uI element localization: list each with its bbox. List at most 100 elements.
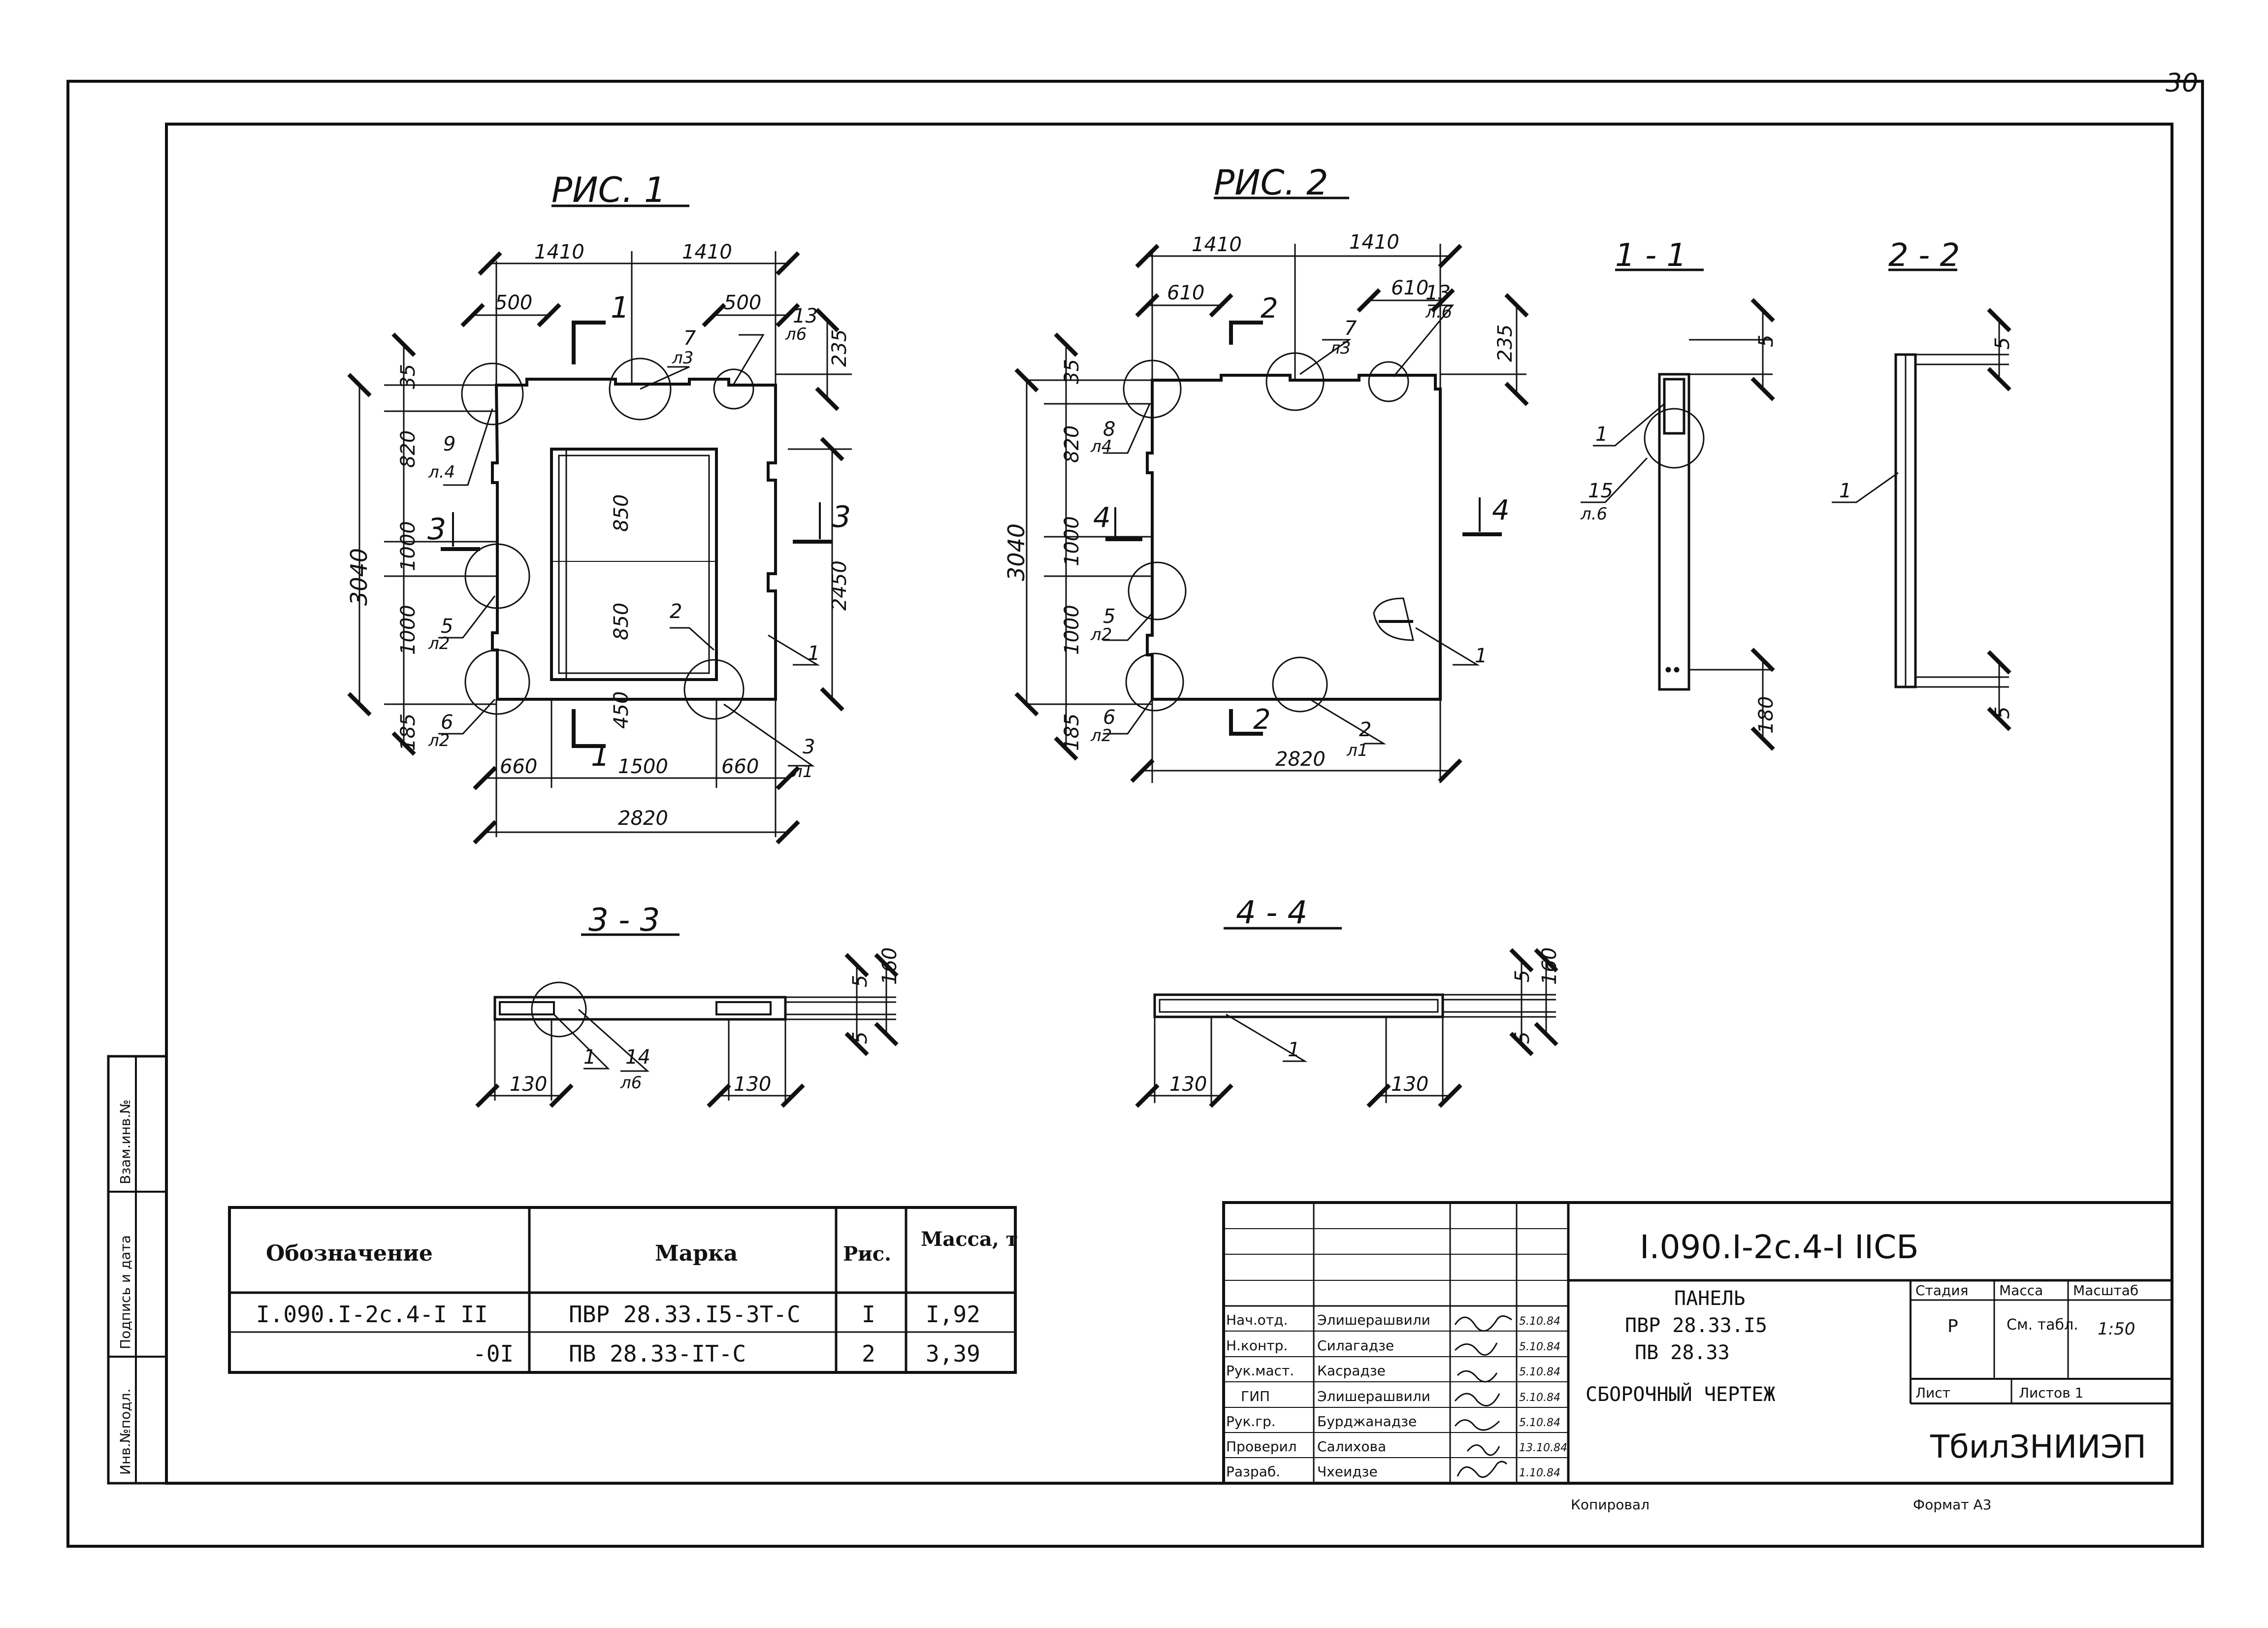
fig1-callout-7: 7 [683,327,696,350]
date-4: 5.10.84 [1519,1392,1560,1404]
mass-value: См. табл. [2007,1316,2078,1334]
fig2-dim-610b: 610 [1391,277,1428,299]
fig1-dim-500a: 500 [495,292,532,314]
fig1-callout-13: 13 [793,305,818,327]
fig1-dim-450: 450 [610,691,633,729]
sheets-label: Листов 1 [2019,1385,2083,1401]
sec11-callout-1: 1 [1595,423,1608,446]
role-4: ГИП [1241,1388,1270,1404]
sec44-dim-5a: 5 [1511,970,1534,982]
fig1-dim-top-a: 1410 [534,241,584,263]
sec33-dim-130a: 130 [510,1073,547,1096]
name-3: Касрадзе [1317,1363,1386,1379]
sec44-dim-130b: 130 [1391,1073,1428,1096]
stamp-replace: Взам.инв.№ [117,1100,133,1184]
date-3: 5.10.84 [1519,1366,1560,1378]
stage-label: Стадия [1915,1282,1968,1299]
sec11-title: 1 - 1 [1615,237,1686,274]
spec-r2-mass: 3,39 [926,1340,980,1367]
fig2-callout-5: 5 [1103,605,1115,628]
sec33-callout-14-sheet: л6 [620,1073,642,1093]
sheet-border [66,80,2204,1548]
sec33-title: 3 - 3 [588,902,660,939]
footer-copied: Копировал [1571,1497,1650,1513]
fig2-callout-13: 13 [1426,282,1451,304]
figure-2: РИС. 2 [1014,163,1529,783]
sec33-dim-130b: 130 [734,1073,771,1096]
scale-value: 1:50 [2098,1319,2135,1339]
fig2-callout-8: 8 [1103,418,1115,441]
stage-value: Р [1947,1316,1958,1336]
side-stamp: Инв.№подл. Подпись и дата Взам.инв.№ [107,1055,168,1485]
fig2-callout-2-sheet: л1 [1346,741,1368,760]
fig2-section-4-left: 4 [1093,502,1111,534]
spec-header-mark: Марка [655,1241,738,1266]
fig1-section-3-left: 3 [427,512,446,547]
fig1-dim-1000a: 1000 [397,521,420,571]
section-2-2 [1832,268,2011,731]
fig1-dim-850a: 850 [610,494,633,532]
fig1-callout-7-sheet: л3 [672,348,693,368]
name-1: Элишерашвили [1317,1312,1430,1328]
signatures [1454,1315,1512,1478]
fig1-dim-235: 235 [828,329,851,367]
section-2-2-labels: 2 - 2 5 5 1 [1839,237,2014,719]
section-1-1 [1581,268,1775,751]
fig2-dim-185: 185 [1061,714,1083,751]
sec33-dim-5a: 5 [849,975,872,987]
role-3: Рук.маст. [1226,1363,1294,1379]
scale-label: Масштаб [2073,1282,2138,1299]
figure-1-labels: 1410 1410 500 500 35 820 1000 1000 185 3… [346,241,851,830]
role-7: Разраб. [1226,1464,1280,1480]
name-5: Бурджанадзе [1317,1413,1417,1430]
fig1-dim-660a: 660 [500,755,537,778]
footer-format: Формат А3 [1913,1497,1991,1513]
role-1: Нач.отд. [1226,1312,1288,1328]
fig1-callout-9: 9 [443,433,455,456]
fig1-dim-660b: 660 [721,755,759,778]
date-6: 13.10.84 [1519,1442,1567,1454]
fig2-dim-820: 820 [1061,425,1083,463]
fig2-dim-top-a: 1410 [1192,233,1242,256]
section-4-4-labels: 4 - 4 5 5 160 130 130 1 [1169,895,1561,1096]
title-block: I.090.I-2с.4-I IIСБ ПАНЕЛЬ ПВР 28.33.I5 … [1222,1201,2173,1485]
sheet-label: Лист [1915,1385,1950,1401]
fig1-section-1-bottom: 1 [591,739,610,773]
sec11-dim-180: 180 [1755,696,1778,734]
doc-code: I.090.I-2с.4-I IIСБ [1640,1228,1918,1266]
spec-table: Обозначение Марка Рис. Масса, т I.090.I-… [228,1206,1018,1374]
doc-name-line-2: ПВР 28.33.I5 [1625,1314,1767,1337]
fig1-section-1-top: 1 [611,291,629,325]
section-3-3-labels: 3 - 3 5 5 160 130 130 1 14 л6 [510,902,901,1096]
fig1-dim-2450: 2450 [828,560,851,611]
fig1-dim-total-h: 3040 [346,548,372,606]
figure-1: РИС. 1 [347,170,852,845]
sec11-callout-15-sheet: л.6 [1580,504,1607,524]
sec44-dim-130a: 130 [1169,1073,1207,1096]
org-name: ТбилЗНИИЭП [1930,1429,2146,1465]
fig2-callout-7: 7 [1344,317,1357,340]
sec11-dim-5: 5 [1755,335,1778,347]
stamp-inv: Инв.№подл. [117,1389,133,1475]
fig1-dim-820: 820 [397,430,420,468]
fig2-dim-1000b: 1000 [1061,605,1083,655]
fig1-dim-1500: 1500 [618,755,668,778]
fig1-dim-1000b: 1000 [397,605,420,655]
date-7: 1.10.84 [1519,1467,1560,1479]
spec-header-fig: Рис. [843,1242,891,1266]
sec11-callout-15: 15 [1588,480,1613,502]
figure-2-labels: 1410 1410 610 610 35 820 1000 1000 185 3… [1003,231,1517,771]
name-2: Силагадзе [1317,1337,1394,1354]
section-3-3 [475,933,899,1108]
sec33-dim-160: 160 [878,947,901,985]
section-1-1-labels: 1 - 1 5 180 1 15 л.6 [1580,237,1778,734]
sec22-dim-5b: 5 [1991,707,2014,719]
sec33-dim-5b: 5 [849,1032,872,1044]
fig2-callout-2: 2 [1359,718,1371,741]
fig2-section-2-bottom: 2 [1253,704,1271,736]
fig1-title: РИС. 1 [551,170,666,210]
date-2: 5.10.84 [1519,1341,1560,1353]
spec-r1-designation: I.090.I-2с.4-I II [256,1301,488,1328]
fig1-section-3-right: 3 [832,500,851,534]
